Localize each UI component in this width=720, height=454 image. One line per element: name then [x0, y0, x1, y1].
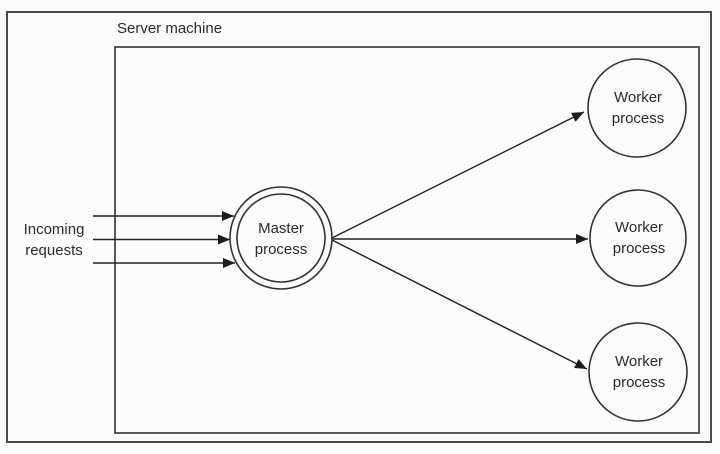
- server-machine-label: Server machine: [117, 20, 223, 37]
- incoming-requests-label: Incoming requests: [23, 221, 85, 259]
- worker-process-node-3: [588, 322, 688, 422]
- dispatch-arrow-3: [331, 239, 588, 370]
- master-process-inner-ring: [236, 193, 326, 283]
- worker-process-label-1: Worker process: [611, 89, 665, 127]
- worker-process-node-2: [589, 189, 687, 287]
- worker-process-label-3: Worker process: [612, 353, 666, 391]
- dispatch-arrow-1: [331, 111, 585, 239]
- master-process-label: Master process: [254, 219, 308, 258]
- worker-process-label-2: Worker process: [612, 219, 666, 257]
- outer-frame: [6, 11, 712, 443]
- worker-process-node-1: [587, 58, 687, 158]
